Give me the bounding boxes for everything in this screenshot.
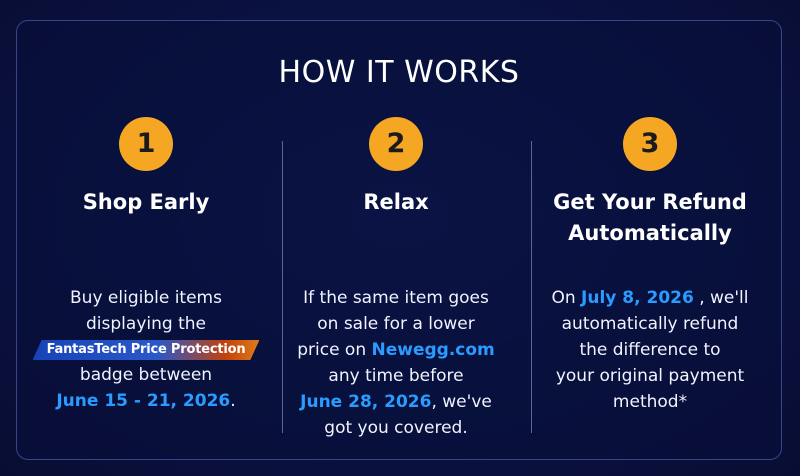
description-text: , we'll — [693, 288, 749, 308]
description-line: your original payment — [555, 366, 745, 386]
step-description: If the same item goes on sale for a lowe… — [271, 285, 521, 441]
highlight-date: July 8, 2026 — [581, 288, 694, 308]
how-it-works-panel: HOW IT WORKS 1 Shop Early Buy eligible i… — [16, 20, 782, 460]
price-protection-badge: FantasTech Price Protection — [32, 340, 260, 360]
highlight-site: Newegg.com — [371, 340, 495, 360]
step-title-line: Relax — [363, 190, 429, 214]
column-divider — [282, 141, 283, 433]
step-description: On July 8, 2026 , we'll automatically re… — [525, 285, 775, 415]
description-line: June 15 - 21, 2026. — [21, 388, 271, 414]
column-divider — [531, 141, 532, 433]
description-line: any time before — [328, 366, 464, 386]
step-title-line: Automatically — [568, 221, 732, 245]
description-line: the difference to — [579, 340, 721, 360]
step-title: Get Your Refund Automatically — [525, 187, 775, 249]
description-line: Buy eligible items — [70, 288, 222, 308]
section-title: HOW IT WORKS — [278, 55, 520, 90]
description-line: June 28, 2026, we've — [271, 389, 521, 415]
step-number-badge: 3 — [623, 117, 677, 171]
description-line: price on Newegg.com — [271, 337, 521, 363]
description-line: automatically refund — [561, 314, 739, 334]
step-title: Relax — [271, 187, 521, 218]
step-relax: 2 Relax If the same item goes on sale fo… — [271, 117, 521, 438]
step-description: Buy eligible items displaying the Fantas… — [21, 285, 271, 414]
description-line: method* — [612, 392, 688, 412]
step-number-badge: 1 — [119, 117, 173, 171]
description-text: On — [551, 288, 582, 308]
step-title-line: Get Your Refund — [553, 190, 747, 214]
step-title: Shop Early — [21, 187, 271, 218]
description-line: on sale for a lower — [317, 314, 475, 334]
price-protection-badge-wrap: FantasTech Price Protection — [21, 340, 271, 360]
step-shop-early: 1 Shop Early Buy eligible items displayi… — [21, 117, 271, 411]
description-text: price on — [297, 340, 372, 360]
highlight-date: June 28, 2026 — [300, 392, 432, 412]
highlight-dates: June 15 - 21, 2026 — [56, 391, 231, 411]
description-line: If the same item goes — [303, 288, 489, 308]
step-get-refund: 3 Get Your Refund Automatically On July … — [525, 117, 775, 412]
description-line: On July 8, 2026 , we'll — [525, 285, 775, 311]
description-text: , we've — [431, 392, 492, 412]
step-number-badge: 2 — [369, 117, 423, 171]
description-line: got you covered. — [324, 418, 468, 438]
description-text: . — [230, 391, 236, 411]
description-line: badge between — [79, 365, 213, 385]
step-title-line: Shop Early — [82, 190, 210, 214]
description-line: displaying the — [86, 314, 206, 334]
